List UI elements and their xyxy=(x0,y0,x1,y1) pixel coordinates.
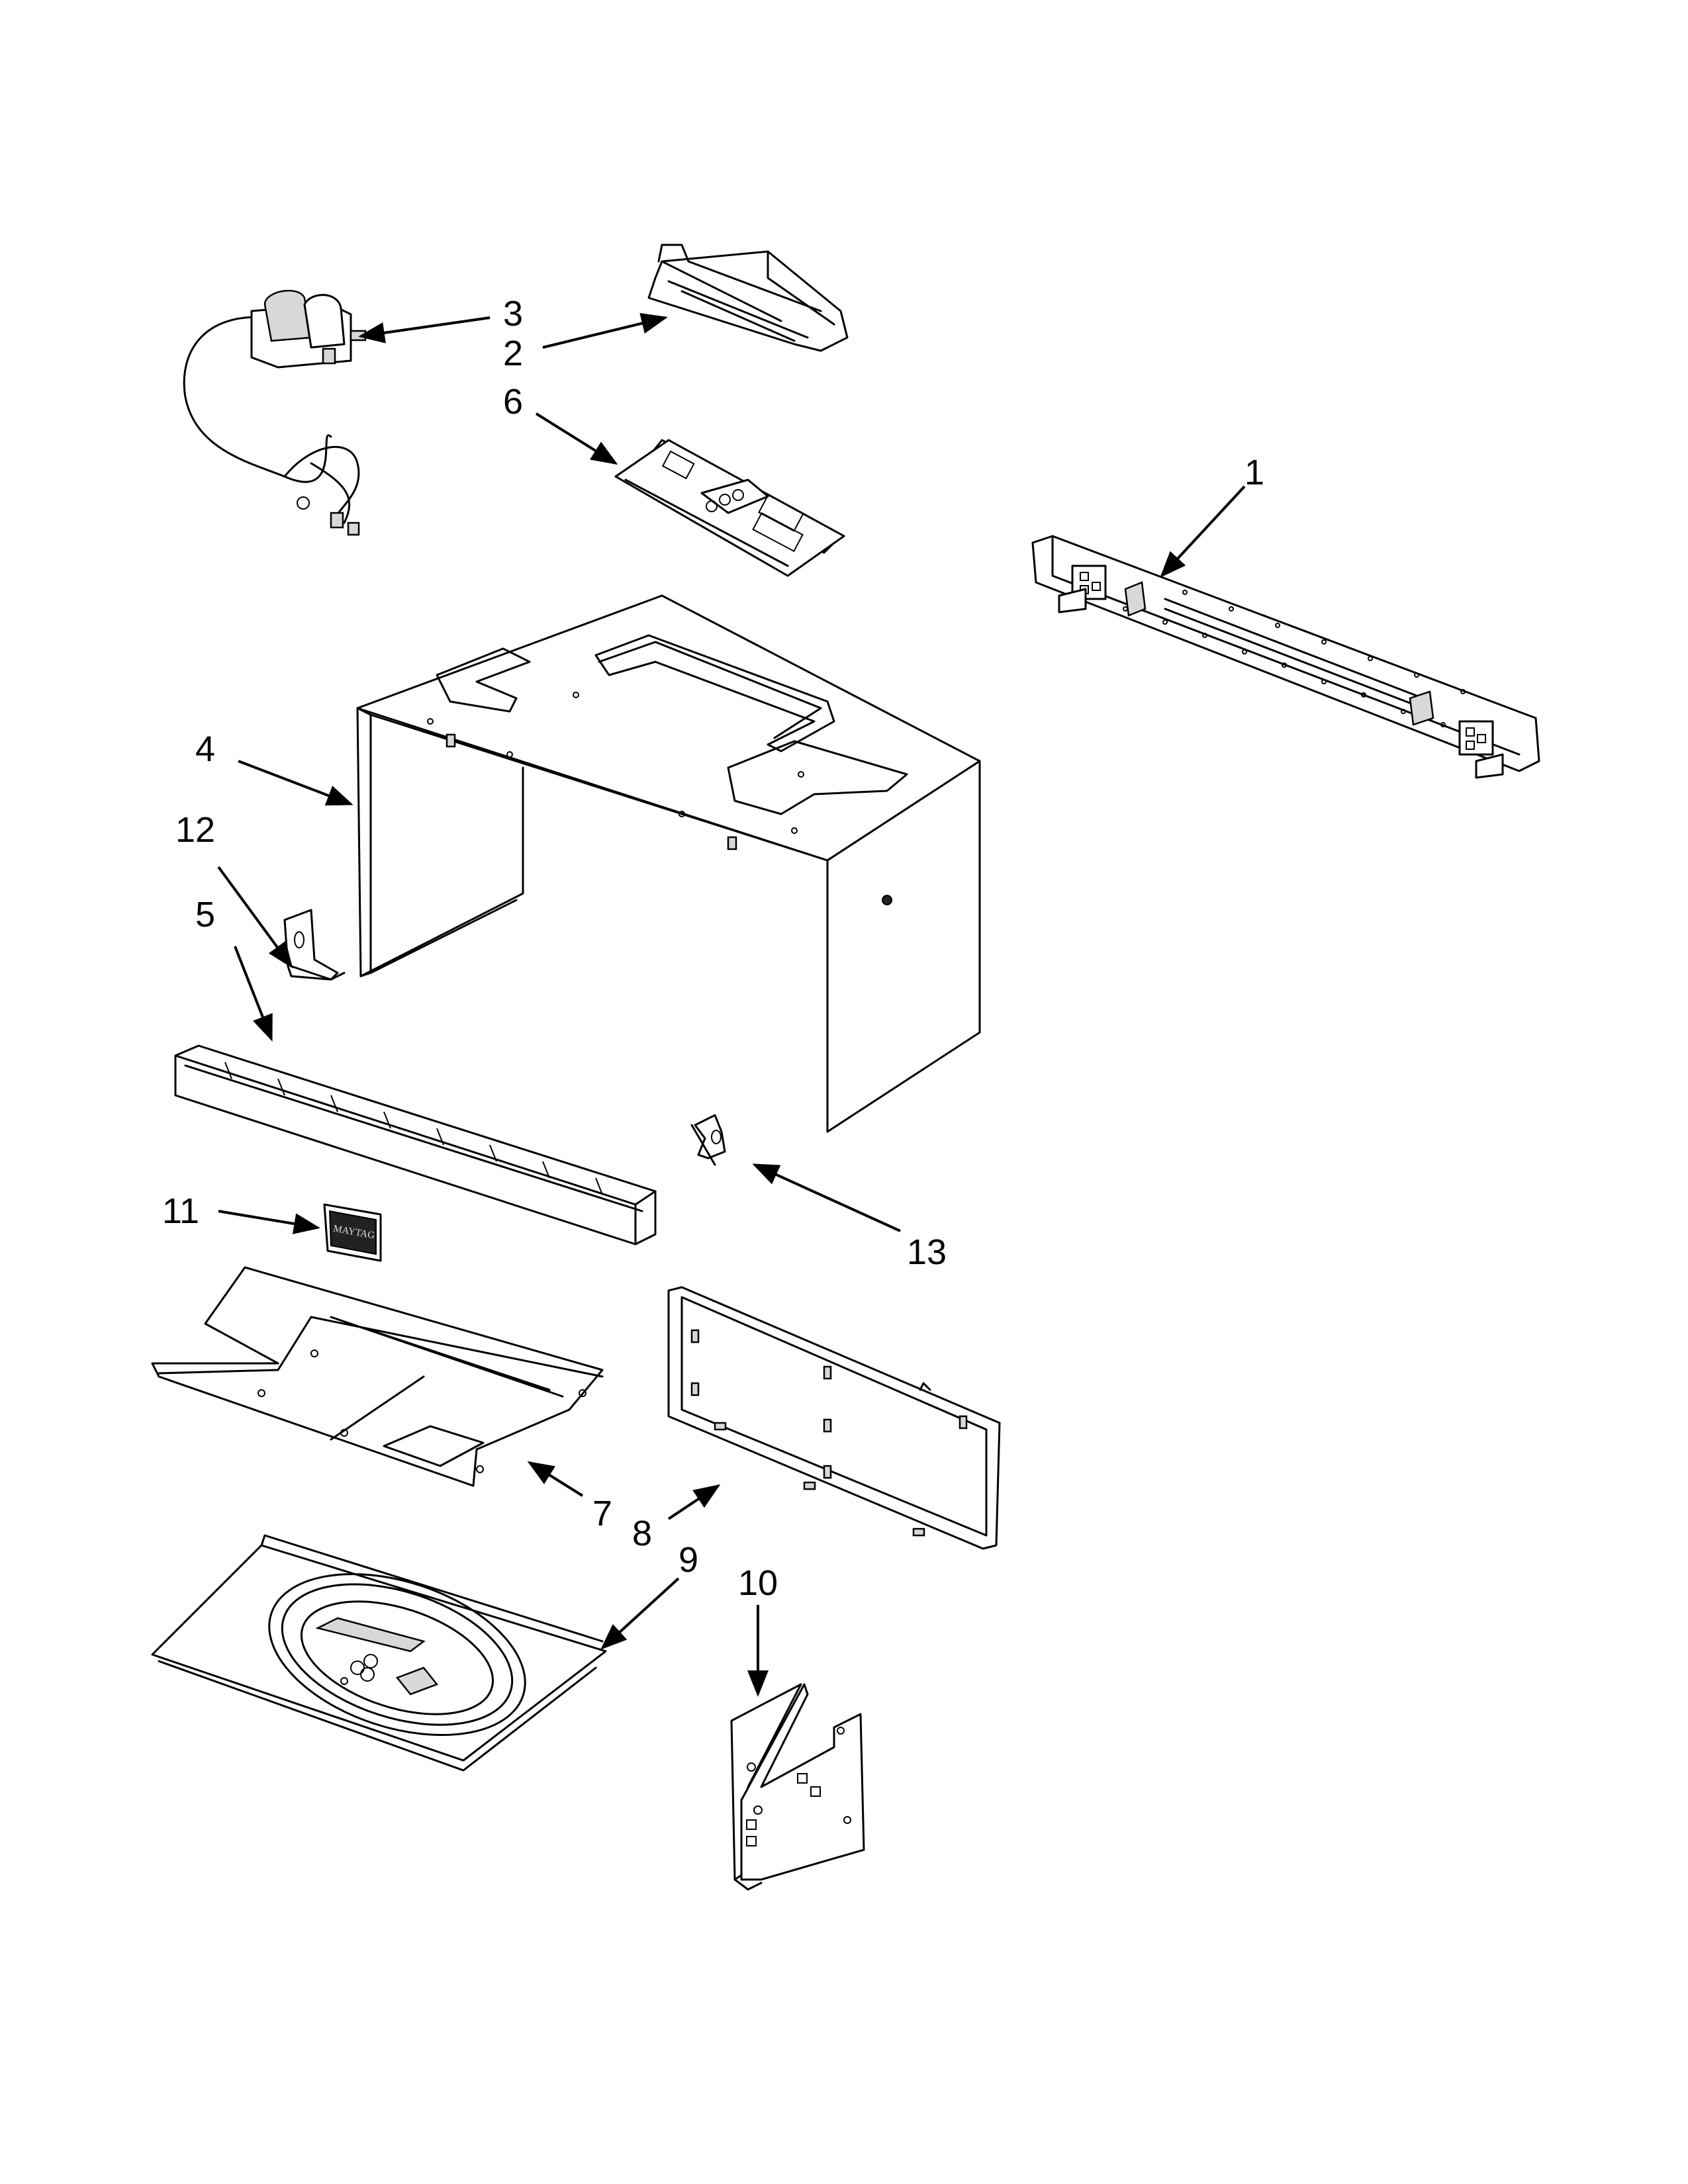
arrow-13 xyxy=(752,1163,901,1232)
part-5-vent-grille xyxy=(174,1044,657,1246)
arrow-1 xyxy=(1160,485,1246,578)
arrow-5 xyxy=(234,946,273,1042)
arrow-3 xyxy=(358,316,491,343)
callout-4: 4 xyxy=(195,729,215,769)
part-2-top-vent xyxy=(647,244,849,352)
callout-10: 10 xyxy=(738,1563,778,1603)
callout-labels: 3 2 6 1 4 12 5 11 13 7 8 9 10 xyxy=(162,294,1264,1603)
callout-11: 11 xyxy=(162,1191,199,1231)
callout-13: 13 xyxy=(907,1232,947,1272)
part-3-power-cord xyxy=(183,289,367,536)
part-7-bottom-plate xyxy=(151,1266,604,1487)
part-13-bracket xyxy=(690,1114,726,1166)
arrow-12 xyxy=(217,866,293,969)
callout-6: 6 xyxy=(503,382,523,422)
callout-5: 5 xyxy=(195,895,215,934)
arrow-11 xyxy=(218,1210,320,1234)
arrow-7 xyxy=(527,1461,584,1497)
callout-2: 2 xyxy=(503,334,523,373)
part-6-control-bracket xyxy=(614,439,845,577)
part-1-mounting-rail xyxy=(1031,535,1540,779)
part-12-bracket xyxy=(283,909,346,981)
arrow-4 xyxy=(238,760,353,806)
leader-arrows xyxy=(217,312,1246,1697)
part-11-maytag-badge: MAYTAG xyxy=(323,1203,382,1262)
callout-9: 9 xyxy=(679,1540,698,1580)
arrow-2 xyxy=(542,312,668,349)
callout-8: 8 xyxy=(632,1514,652,1553)
part-9-base-plate xyxy=(151,1534,607,1772)
arrow-6 xyxy=(535,412,618,465)
callout-12: 12 xyxy=(175,810,215,850)
part-10-side-bracket xyxy=(730,1683,865,1891)
arrow-8 xyxy=(667,1484,721,1520)
callout-7: 7 xyxy=(592,1494,612,1533)
part-4-cabinet-wrapper xyxy=(356,594,981,1133)
part-8-front-panel xyxy=(667,1286,1001,1550)
callout-1: 1 xyxy=(1244,453,1264,492)
callout-3: 3 xyxy=(503,294,523,334)
arrow-9 xyxy=(600,1577,680,1650)
